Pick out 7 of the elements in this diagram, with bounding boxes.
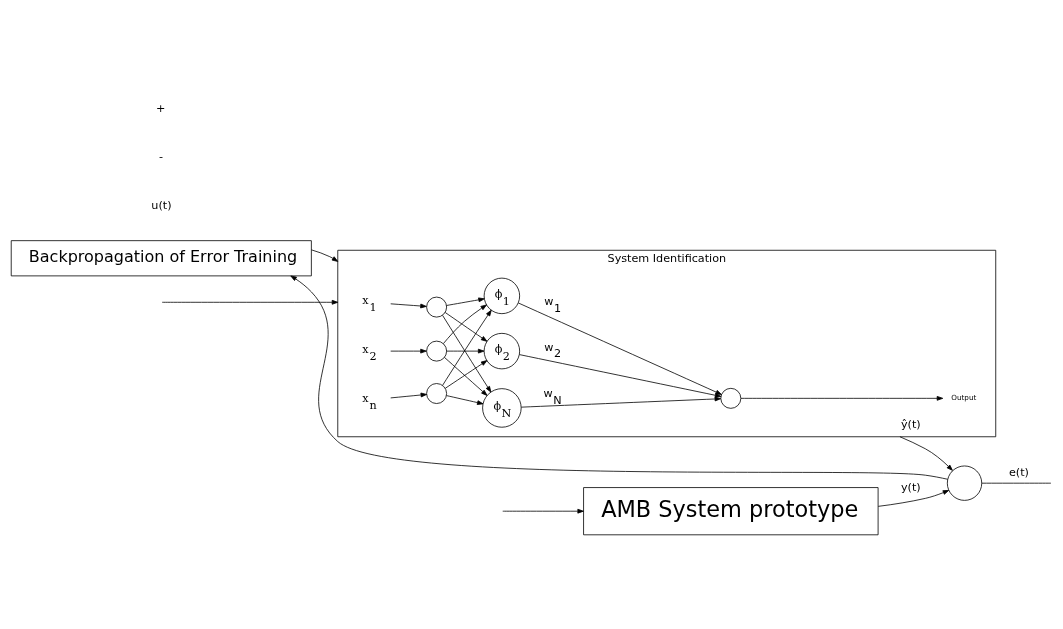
edge-label: e(t)	[1008, 465, 1029, 479]
edge-label: ŷ(t)	[900, 417, 921, 431]
node-text: Output	[951, 393, 977, 403]
edge-label: y(t)	[900, 480, 921, 494]
label: -	[158, 150, 163, 164]
label: u(t)	[151, 199, 172, 213]
label: +	[156, 101, 166, 115]
